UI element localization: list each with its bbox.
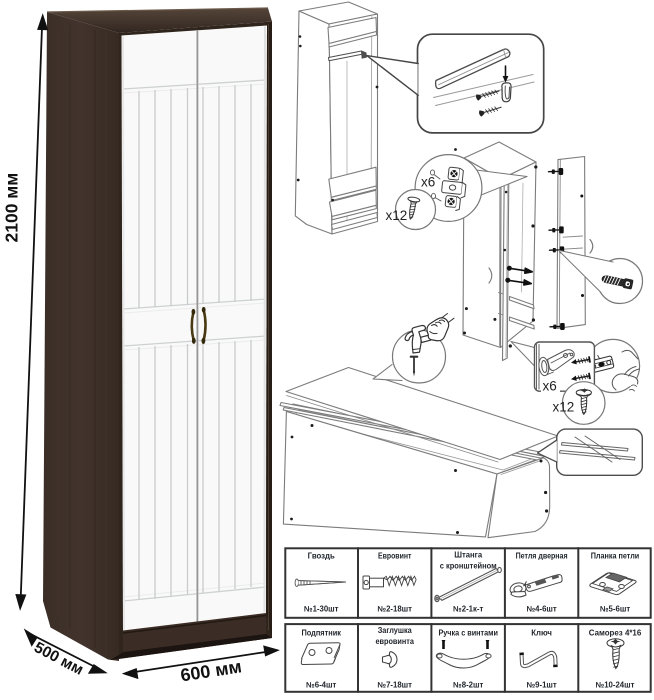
svg-text:№9-1шт: №9-1шт	[526, 681, 556, 690]
svg-text:x6: x6	[543, 379, 557, 394]
svg-text:№7-18шт: №7-18шт	[377, 681, 412, 690]
svg-text:x12: x12	[386, 208, 408, 223]
svg-text:Планка петли: Планка петли	[591, 552, 640, 561]
svg-text:№2-1к-т: №2-1к-т	[453, 604, 483, 613]
svg-text:№8-2шт: №8-2шт	[453, 681, 483, 690]
svg-text:№4-6шт: №4-6шт	[526, 604, 556, 613]
svg-text:Ручка с винтами: Ручка с винтами	[438, 629, 498, 638]
svg-text:600 мм: 600 мм	[179, 656, 243, 685]
svg-text:№6-4шт: №6-4шт	[306, 681, 336, 690]
svg-text:500 мм: 500 мм	[31, 639, 86, 679]
svg-text:Гвоздь: Гвоздь	[308, 552, 335, 561]
svg-text:Петля дверная: Петля дверная	[516, 552, 568, 561]
svg-text:евровинта: евровинта	[375, 637, 414, 646]
svg-text:№2-18шт: №2-18шт	[377, 604, 412, 613]
svg-text:x12: x12	[553, 400, 575, 415]
svg-text:Заглушка: Заглушка	[378, 626, 413, 635]
svg-text:Ключ: Ключ	[531, 629, 552, 638]
svg-text:№5-6шт: №5-6шт	[600, 604, 630, 613]
svg-text:x6: x6	[421, 175, 435, 190]
svg-text:Штанга: Штанга	[454, 551, 483, 560]
svg-text:Подпятник: Подпятник	[301, 629, 341, 638]
svg-text:2100 мм: 2100 мм	[2, 173, 22, 243]
svg-text:с кронштейном: с кронштейном	[440, 562, 497, 571]
svg-text:№1-30шт: №1-30шт	[304, 604, 339, 613]
svg-text:Евровинт: Евровинт	[378, 552, 412, 561]
svg-text:Саморез 4*16: Саморез 4*16	[589, 629, 642, 638]
svg-text:№10-24шт: №10-24шт	[596, 681, 635, 690]
